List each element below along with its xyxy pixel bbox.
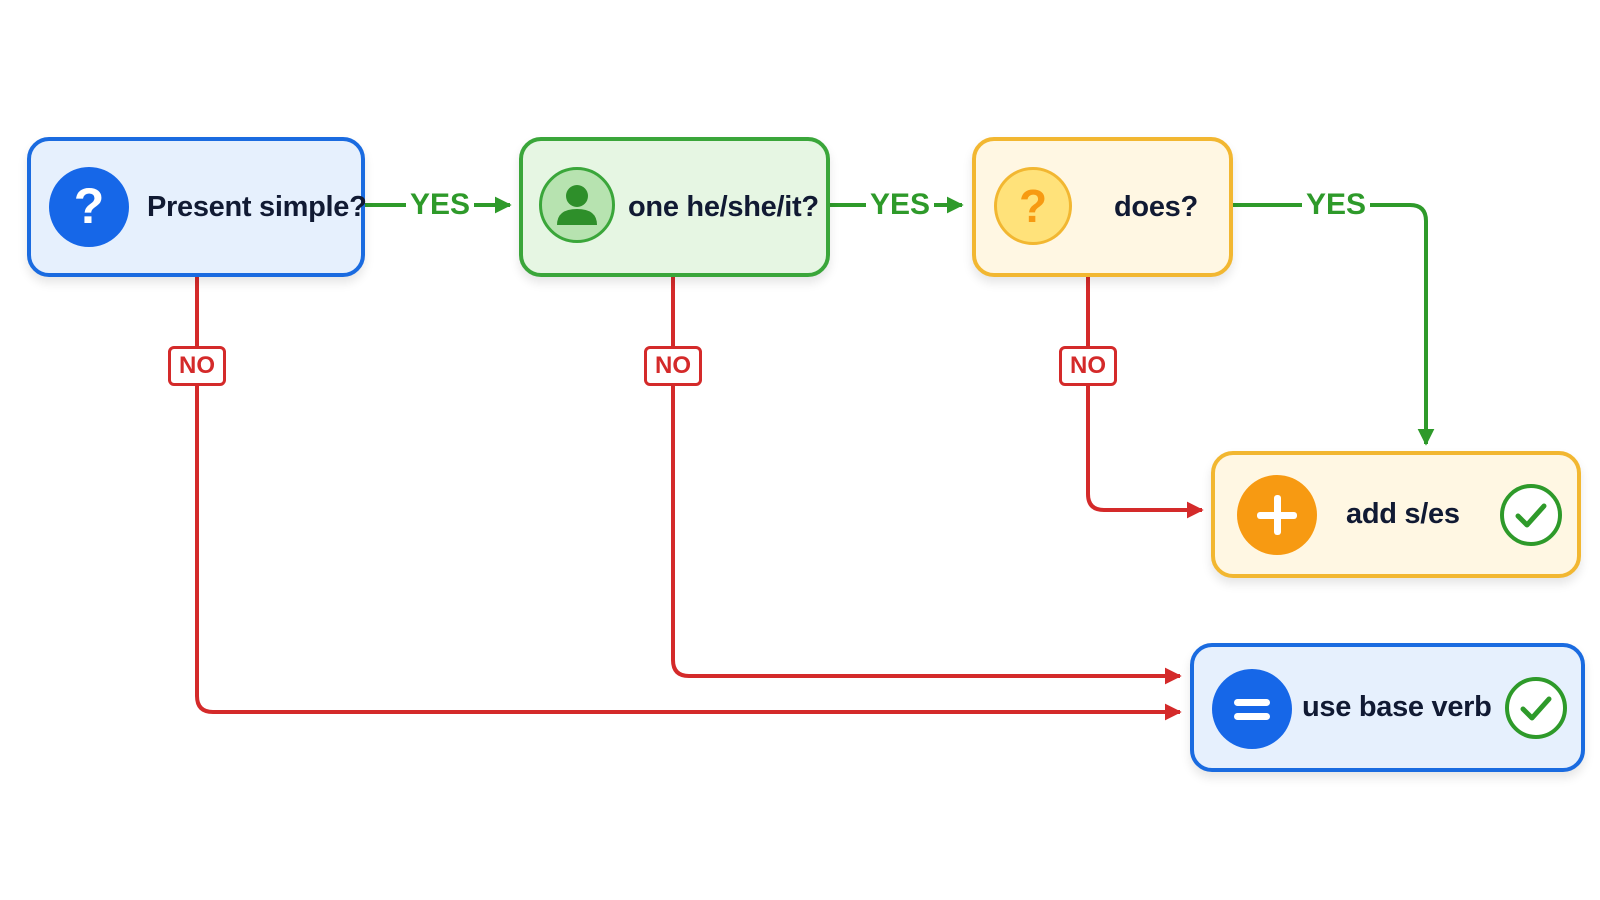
node-label: use base verb <box>1302 691 1492 723</box>
question-icon: ? <box>49 167 129 247</box>
yes-label-1: YES <box>406 187 475 223</box>
node-present-simple: ? Present simple? <box>27 137 367 277</box>
question-icon: ? <box>994 167 1072 245</box>
edge-does-to-add-s-es <box>1232 203 1435 446</box>
no-label-2: NO <box>644 346 702 386</box>
node-does: ? does? <box>972 137 1233 277</box>
edge-one-he-she-it-to-use-base-verb <box>671 276 1182 685</box>
node-label: add s/es <box>1346 498 1460 530</box>
no-label-3: NO <box>1059 346 1117 386</box>
person-icon <box>539 167 615 243</box>
svg-text:?: ? <box>74 178 105 234</box>
check-icon <box>1500 484 1562 546</box>
node-add-s-es: add s/es <box>1211 451 1581 578</box>
no-label-1: NO <box>168 346 226 386</box>
node-use-base-verb: use base verb <box>1190 643 1585 772</box>
edge-does-to-add-s-es-no <box>1086 276 1204 519</box>
plus-icon <box>1237 475 1317 555</box>
node-label: Present simple? <box>147 190 367 223</box>
node-label: one he/she/it? <box>628 190 819 223</box>
equals-icon <box>1212 669 1292 749</box>
node-label: does? <box>1114 190 1198 223</box>
svg-text:?: ? <box>1019 180 1047 232</box>
check-icon <box>1505 677 1567 739</box>
edge-present-simple-to-use-base-verb <box>195 276 1182 721</box>
yes-label-3: YES <box>1302 187 1371 223</box>
node-one-he-she-it: one he/she/it? <box>519 137 830 277</box>
yes-label-2: YES <box>866 187 935 223</box>
